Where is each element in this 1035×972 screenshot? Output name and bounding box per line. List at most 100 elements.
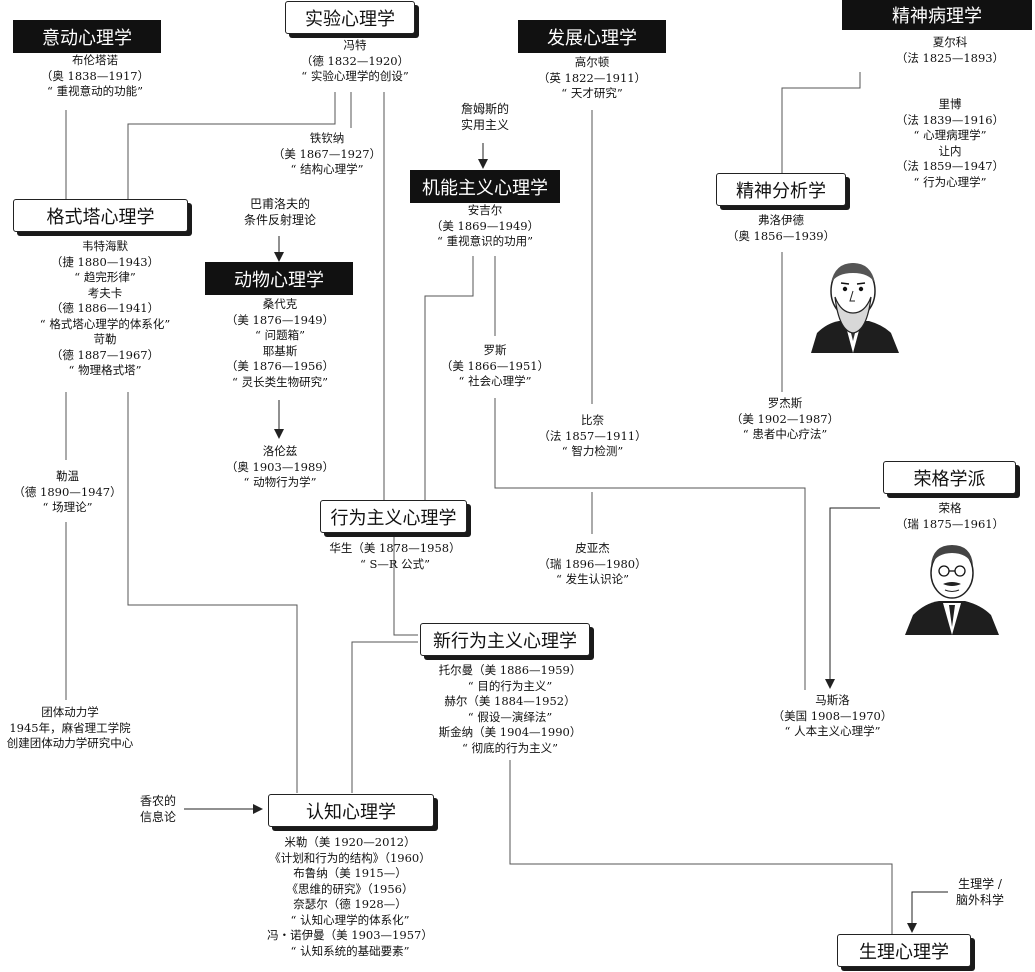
arrow-physiology-physiological xyxy=(907,891,948,933)
line-neo-cognitive xyxy=(351,641,418,793)
text-line: “ 灵长类生物研究” xyxy=(232,374,328,389)
text-line: 托尔曼（美 1886—1959） xyxy=(438,663,582,677)
person-freud: 弗洛伊德 （奥 1856—1939） xyxy=(710,213,852,244)
text-line: 勒温 xyxy=(56,469,79,483)
box-physiological-psychology: 生理心理学 xyxy=(837,934,971,967)
freud-portrait xyxy=(811,263,899,353)
text-line: （美 1869—1949） xyxy=(430,218,540,233)
text-line: 让内 xyxy=(938,143,962,158)
text-line: 比奈 xyxy=(581,413,604,427)
person-charcot: 夏尔科 （法 1825—1893） xyxy=(880,35,1020,66)
text-line: 耶基斯 xyxy=(262,343,298,358)
text-line: 罗杰斯 xyxy=(767,396,803,410)
text-line: 铁钦纳 xyxy=(309,131,345,145)
text-line: 实用主义 xyxy=(460,118,509,132)
text-line: “ 场理论” xyxy=(42,500,93,514)
box-neo-behaviorism: 新行为主义心理学 xyxy=(420,623,590,656)
text-line: （法 1859—1947） xyxy=(895,159,1005,173)
box-functionalism: 机能主义心理学 xyxy=(410,170,560,203)
text-line: “ 心理病理学” xyxy=(913,128,987,142)
box-conation-psychology: 意动心理学 xyxy=(13,20,161,53)
text-line: “ 行为心理学” xyxy=(913,174,987,189)
text-line: 桑代克 xyxy=(262,297,298,311)
box-cognitive-psychology: 认知心理学 xyxy=(268,794,434,827)
person-maslow: 马斯洛 （美国 1908—1970） “ 人本主义心理学” xyxy=(760,693,905,740)
line-charcot-psychoanalysis xyxy=(781,72,861,173)
text-line: （德 1890—1947） xyxy=(13,484,122,499)
text-line: 安吉尔 xyxy=(467,203,503,217)
text-line: 斯金纳（美 1904—1990） xyxy=(438,725,582,739)
box-gestalt-psychology: 格式塔心理学 xyxy=(13,199,188,232)
text-line: （德 1832—1920） xyxy=(300,53,410,68)
line-functionalism-behaviorism xyxy=(424,256,474,503)
text-line: 香农的 xyxy=(139,794,176,808)
text-line: （法 1857—1911） xyxy=(538,428,647,443)
person-brentano: 布伦塔诺 （奥 1838—1917） “ 重视意动的功能” xyxy=(20,53,170,100)
text-line: 布鲁纳（美 1915—） xyxy=(293,866,407,880)
text-line: 创建团体动力学研究中心 xyxy=(6,736,134,750)
text-line: 信息论 xyxy=(139,810,176,824)
person-thorndike-yerkes: 桑代克 （美 1876—1949） “ 问题箱” 耶基斯 （美 1876—195… xyxy=(200,297,360,390)
arrow-jung-maslow xyxy=(825,507,880,689)
text-line: “ 动物行为学” xyxy=(243,475,317,489)
line-wundt-gestalt xyxy=(127,92,336,200)
line-gestalt-cognitive xyxy=(127,392,298,793)
text-line: （法 1825—1893） xyxy=(895,50,1005,65)
text-line: “ 重视意动的功能” xyxy=(47,84,143,98)
person-lewin: 勒温 （德 1890—1947） “ 场理论” xyxy=(5,469,130,516)
box-animal-psychology: 动物心理学 xyxy=(205,262,353,295)
text-line: “ 发生认识论” xyxy=(556,572,629,586)
jung-portrait xyxy=(905,545,999,635)
influence-shannon-information: 香农的 信息论 xyxy=(128,793,188,825)
text-line: 荣格 xyxy=(938,501,962,515)
person-galton: 高尔顿 （英 1822—1911） “ 天才研究” xyxy=(518,55,666,102)
text-line: 布伦塔诺 xyxy=(72,53,118,67)
person-binet: 比奈 （法 1857—1911） “ 智力检测” xyxy=(520,413,665,460)
text-line: 马斯洛 xyxy=(815,693,850,707)
text-line: （美 1876—1949） xyxy=(225,312,335,327)
text-line: “ 格式塔心理学的体系化” xyxy=(39,316,171,331)
text-line: “ 实验心理学的创设” xyxy=(301,69,409,83)
text-line: （奥 1856—1939） xyxy=(726,228,836,243)
box-psychoanalysis: 精神分析学 xyxy=(716,173,846,206)
line-neo-physiological xyxy=(509,760,893,934)
text-line: 1945年，麻省理工学院 xyxy=(9,720,131,735)
text-line: 冯・诺伊曼（美 1903—1957） xyxy=(267,928,433,942)
text-line: “ 重视意识的功用” xyxy=(437,234,533,248)
text-line: 苛勒 xyxy=(93,332,117,346)
text-line: （美 1876—1956） xyxy=(225,359,335,373)
text-line: 考夫卡 xyxy=(87,285,123,300)
text-line: “ 物理格式塔” xyxy=(68,363,142,377)
person-angell: 安吉尔 （美 1869—1949） “ 重视意识的功用” xyxy=(405,203,565,250)
text-line: 夏尔科 xyxy=(932,35,968,49)
person-neo-behaviorists: 托尔曼（美 1886—1959） “ 目的行为主义” 赫尔（美 1884—195… xyxy=(425,663,595,756)
influence-physiology-neurosurgery: 生理学 / 脑外科学 xyxy=(945,876,1015,908)
influence-james-pragmatism: 詹姆斯的 实用主义 xyxy=(445,101,525,133)
text-line: （瑞 1875—1961） xyxy=(895,516,1005,531)
text-line: “ 天才研究” xyxy=(561,86,623,100)
person-cognitive-founders: 米勒（美 1920—2012） 《计划和行为的结构》（1960） 布鲁纳（美 1… xyxy=(255,835,445,959)
person-rogers: 罗杰斯 （美 1902—1987） “ 患者中心疗法” xyxy=(715,396,855,443)
text-line: “ 社会心理学” xyxy=(458,374,532,388)
line-behaviorism-neo xyxy=(393,530,418,636)
text-line: 《思维的研究》（1956） xyxy=(286,881,414,896)
person-ross: 罗斯 （美 1866—1951） “ 社会心理学” xyxy=(420,343,570,390)
person-lorenz: 洛伦兹 （奥 1903—1989） “ 动物行为学” xyxy=(205,444,355,491)
text-line: “ 智力检测” xyxy=(561,444,624,458)
text-line: （法 1839—1916） xyxy=(895,112,1005,127)
group-dynamics-note: 团体动力学 1945年，麻省理工学院 创建团体动力学研究中心 xyxy=(0,705,140,752)
text-line: 弗洛伊德 xyxy=(758,213,804,227)
text-line: 韦特海默 xyxy=(82,239,128,253)
influence-pavlov-conditioning: 巴甫洛夫的 条件反射理论 xyxy=(235,196,325,228)
text-line: （瑞 1896—1980） xyxy=(538,556,647,571)
text-line: “ 患者中心疗法” xyxy=(742,427,828,441)
text-line: （奥 1838—1917） xyxy=(40,68,150,83)
text-line: （德 1887—1967） xyxy=(50,347,160,362)
text-line: 《计划和行为的结构》（1960） xyxy=(269,850,431,865)
text-line: （德 1886—1941） xyxy=(50,301,160,315)
text-line: 米勒（美 1920—2012） xyxy=(284,835,416,849)
text-line: 华生（美 1878—1958） xyxy=(329,541,461,555)
text-line: 罗斯 xyxy=(483,343,507,357)
text-line: “ 问题箱” xyxy=(255,328,305,342)
text-line: （捷 1880—1943） xyxy=(50,254,160,269)
